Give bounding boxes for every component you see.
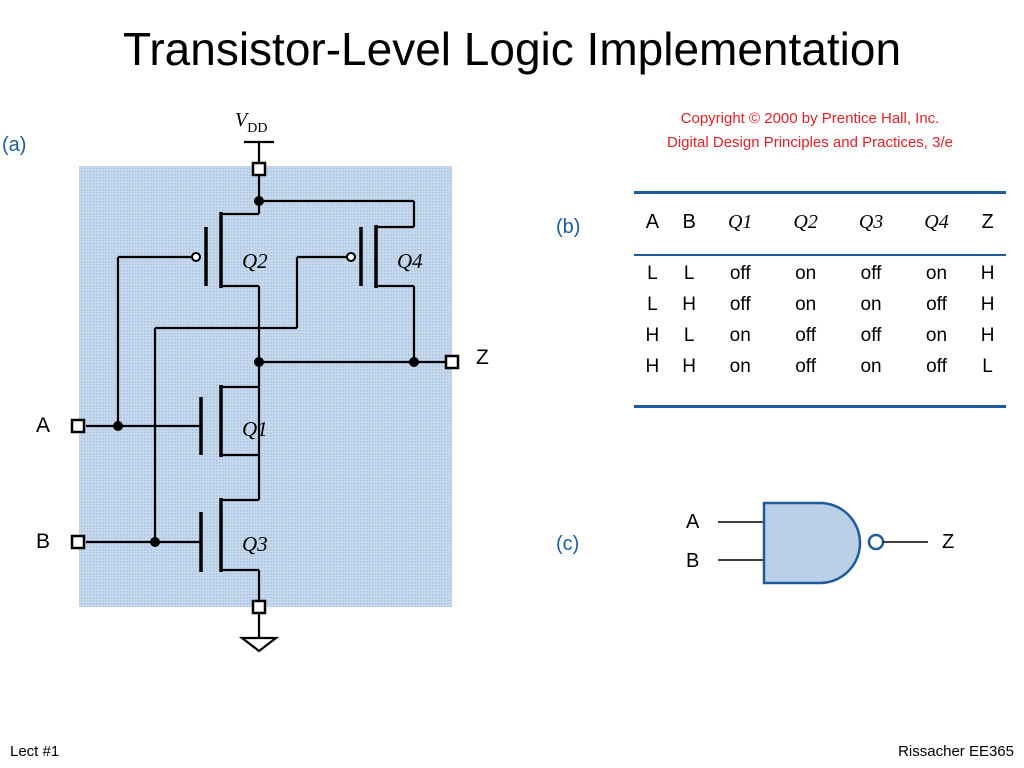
table-cell: L xyxy=(647,293,658,315)
table-row: L H off on on off H xyxy=(634,289,1006,320)
panel-label-a: (a) xyxy=(2,134,26,156)
gate-output-z-label: Z xyxy=(942,531,954,553)
table-cell: H xyxy=(682,293,696,315)
label-q1: Q1 xyxy=(242,417,268,441)
column-header: Q4 xyxy=(924,210,949,233)
vdd-sub: DD xyxy=(247,121,267,136)
table-cell: on xyxy=(795,262,817,284)
table-cell: off xyxy=(926,355,947,377)
table-cell: off xyxy=(729,262,751,284)
input-a-terminal xyxy=(70,418,86,434)
copyright-line-2: Digital Design Principles and Practices,… xyxy=(667,134,953,151)
nand-gate-symbol xyxy=(718,501,928,585)
vdd-label: VDD xyxy=(235,109,267,136)
footer-right: Rissacher EE365 xyxy=(898,743,1014,760)
panel-label-b: (b) xyxy=(556,216,580,238)
table-cell: on xyxy=(729,355,751,377)
output-z-label: Z xyxy=(476,346,489,369)
footer-left: Lect #1 xyxy=(10,743,60,760)
copyright-line-1: Copyright © 2000 by Prentice Hall, Inc. xyxy=(680,110,940,127)
table-cell: H xyxy=(645,355,660,377)
table-cell: off xyxy=(795,324,817,346)
column-header: B xyxy=(682,210,696,233)
table-rule-mid xyxy=(634,254,1006,256)
table-cell: off xyxy=(795,355,817,377)
gate-input-a-label: A xyxy=(686,511,700,533)
terminals xyxy=(70,161,460,615)
schematic-wiring xyxy=(86,140,446,638)
table-cell: L xyxy=(647,262,658,284)
table-cell: H xyxy=(645,324,660,346)
transistor-q1 xyxy=(199,385,223,457)
ground-terminal xyxy=(251,599,267,615)
table-row: L L off on off on H xyxy=(634,252,1006,289)
output-terminal xyxy=(444,354,460,370)
table-cell: L xyxy=(982,355,993,377)
transistor-q4 xyxy=(346,225,378,288)
gate-input-b-label: B xyxy=(686,550,699,572)
table-rule-top xyxy=(634,191,1006,194)
transistor-q3 xyxy=(199,498,223,572)
slide-title: Transistor-Level Logic Implementation xyxy=(122,23,902,75)
label-q3: Q3 xyxy=(242,532,268,556)
column-header: Q2 xyxy=(793,210,818,233)
table-cell: L xyxy=(683,324,695,346)
table-cell: on xyxy=(925,324,948,346)
table-cell: H xyxy=(980,293,995,315)
input-b-label: B xyxy=(36,530,50,553)
table-cell: on xyxy=(795,293,817,315)
table-row: H L on off off on H xyxy=(634,320,1006,351)
schematic-background xyxy=(79,166,452,607)
panel-label-c: (c) xyxy=(556,533,579,555)
column-header: Q3 xyxy=(858,210,884,233)
input-a-label: A xyxy=(36,414,50,437)
table-cell: H xyxy=(980,262,995,284)
vdd-main: V xyxy=(235,109,250,131)
table-cell: on xyxy=(925,262,948,284)
column-header: A xyxy=(645,210,660,233)
table-rule-bottom xyxy=(634,405,1006,408)
table-cell: off xyxy=(860,262,882,284)
transistor-q2 xyxy=(191,212,223,288)
ground-icon xyxy=(238,636,280,653)
table-cell: H xyxy=(682,355,696,377)
label-q2: Q2 xyxy=(242,249,268,273)
table-cell: H xyxy=(980,324,995,346)
column-header: Z xyxy=(981,210,994,233)
table-row: H H on off on off L xyxy=(634,351,1006,382)
nand-gate-body xyxy=(762,501,862,585)
label-q4: Q4 xyxy=(397,249,423,273)
truth-table-header-row: A B Q1 Q2 Q3 Q4 Z xyxy=(634,192,1006,252)
table-cell: off xyxy=(729,293,751,315)
table-cell: on xyxy=(729,324,751,346)
table-cell: on xyxy=(860,293,882,315)
nand-bubble xyxy=(867,533,885,551)
column-header: Q1 xyxy=(727,210,753,233)
input-b-terminal xyxy=(70,534,86,550)
junction-dots xyxy=(113,196,419,547)
truth-table: A B Q1 Q2 Q3 Q4 Z L L off on off on H L … xyxy=(634,192,1006,382)
table-cell: off xyxy=(860,324,882,346)
vdd-terminal xyxy=(251,161,267,177)
table-cell: off xyxy=(926,293,947,315)
table-cell: on xyxy=(860,355,882,377)
table-cell: L xyxy=(683,262,695,284)
